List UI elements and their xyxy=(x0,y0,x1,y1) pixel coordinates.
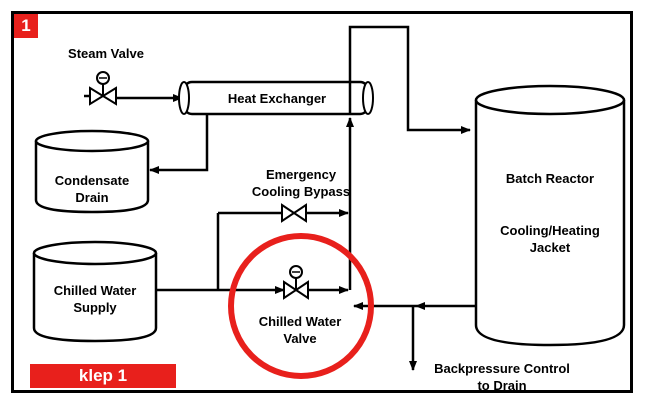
chilled-water-valve-label-2: Valve xyxy=(283,331,317,346)
emergency-bypass-label-1: Emergency xyxy=(265,167,337,182)
backpressure-label-2: to Drain xyxy=(477,378,527,393)
chilled-water-supply-tank-icon xyxy=(32,240,158,343)
batch-reactor-label: Batch Reactor xyxy=(505,171,595,186)
chilled-water-supply-label-1: Chilled Water xyxy=(53,283,137,298)
exchanger-to-drain-line xyxy=(149,114,209,174)
chilled-water-supply-label-2: Supply xyxy=(73,300,117,315)
exchanger-to-reactor-line xyxy=(348,25,471,134)
heat-exchanger-label: Heat Exchanger xyxy=(227,91,327,106)
highlight-circle xyxy=(228,233,374,379)
steam-valve-label: Steam Valve xyxy=(68,46,144,61)
jacket-label-2: Jacket xyxy=(529,240,571,255)
condensate-drain-label-1: Condensate xyxy=(54,173,130,188)
emergency-bypass-label-2: Cooling Bypass xyxy=(251,184,351,199)
condensate-drain-label-2: Drain xyxy=(75,190,109,205)
heat-exchanger-icon xyxy=(178,80,374,116)
backpressure-label-1: Backpressure Control xyxy=(434,361,570,376)
chilled-water-valve-label-1: Chilled Water xyxy=(258,314,342,329)
chilled-water-valve-icon[interactable] xyxy=(283,265,309,300)
condensate-drain-tank-icon xyxy=(34,129,150,214)
bypass-valve-icon[interactable] xyxy=(281,203,307,223)
step-number-badge: 1 xyxy=(14,14,38,38)
steam-valve-icon[interactable] xyxy=(89,71,117,106)
step-label-button[interactable]: klep 1 xyxy=(30,364,176,388)
batch-reactor-icon xyxy=(474,84,626,347)
jacket-label-1: Cooling/Heating xyxy=(500,223,600,238)
